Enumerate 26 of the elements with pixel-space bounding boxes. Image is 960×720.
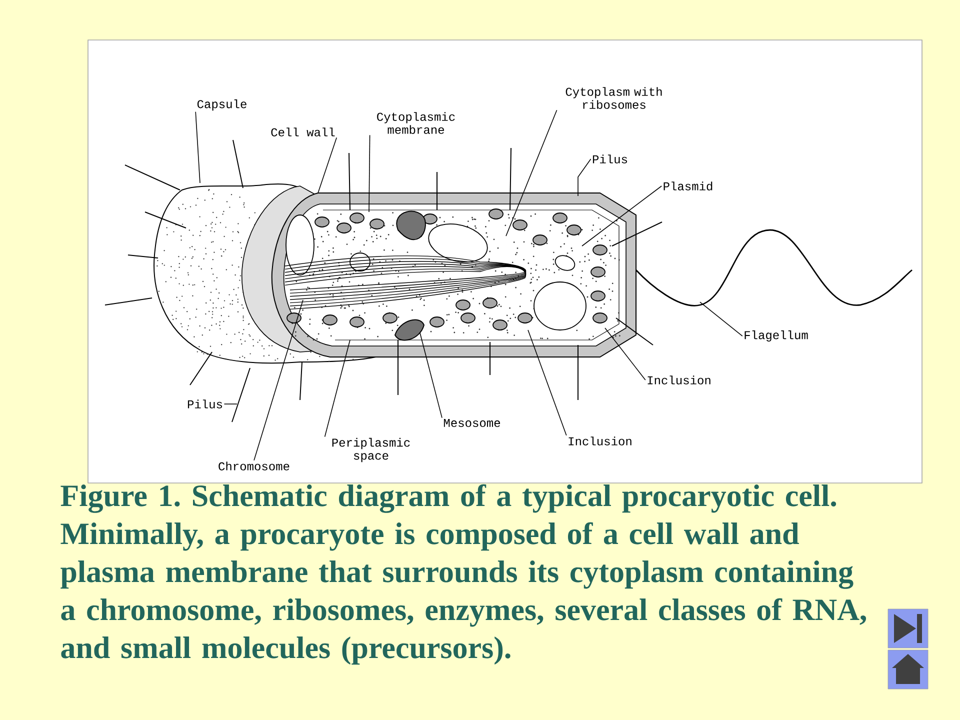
part-label: Mesosome (444, 419, 500, 427)
part-label: Pilus (592, 154, 628, 164)
leader-line (420, 332, 442, 418)
part-label: Chromosome (218, 462, 290, 470)
part-label: Flagellum (744, 330, 808, 342)
part-label: Inclusion (568, 436, 632, 446)
leader-line (604, 328, 646, 380)
part-label: Pilus (188, 400, 222, 408)
leader-line (324, 340, 350, 438)
part-label: Cytoplasmic membrane (377, 112, 455, 134)
caption: Figure 1. Schematic diagram of a typical procaryotic cell. Minimally, a procaryote is composed of a cell wall and plasma membrane that surrounds its cytoplasm containing a chromosome, ribosomes, enzymes, several classes of RNA, and small molecules (precursors). (60, 484, 866, 665)
part-label: Plasmid (664, 182, 712, 190)
leader-line (318, 137, 337, 194)
part-label: Cell wall (271, 128, 335, 136)
part-label: Periplasmic space (332, 438, 410, 462)
leader-line (254, 300, 304, 461)
part-label: Cytoplasm with ribosomes (566, 87, 662, 109)
leader-line (578, 158, 592, 196)
leader-line (582, 186, 662, 246)
leader-line (368, 134, 370, 212)
leader-line (195, 111, 200, 184)
part-label: Inclusion (648, 376, 710, 384)
part-label: Capsule (197, 99, 246, 111)
leader-line (528, 330, 567, 436)
leader-line (506, 110, 558, 236)
leader-line (700, 302, 743, 336)
